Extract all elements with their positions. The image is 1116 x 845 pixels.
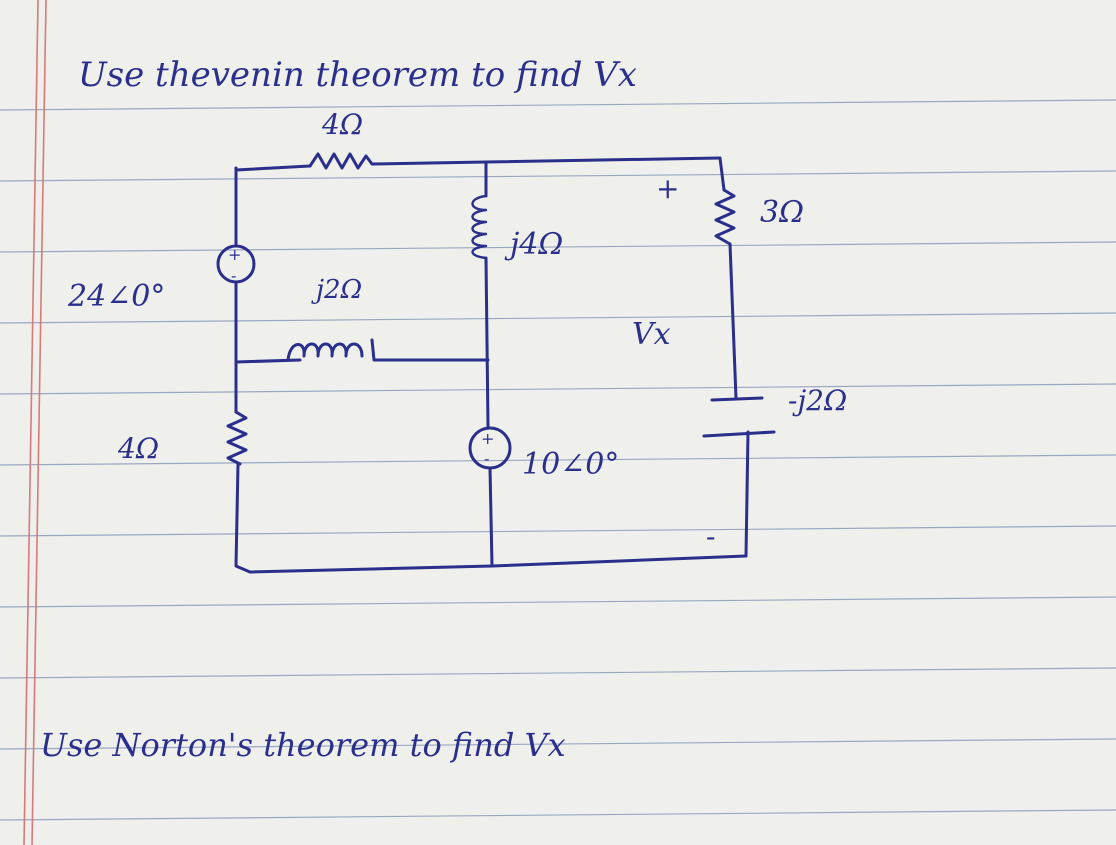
source-10v-minus: - [484, 449, 489, 468]
resistor-4ohm-left [226, 410, 248, 466]
label-source-middle: 10∠0° [522, 447, 619, 482]
vx-minus-sign: - [706, 520, 715, 553]
wire-mid-horizontal [234, 358, 302, 364]
capacitor-plate-bottom [702, 430, 776, 438]
wire-bottom [248, 554, 748, 574]
source-24v-plus: + [228, 245, 241, 264]
source-10v-plus: + [481, 429, 494, 448]
resistor-4ohm-top [308, 152, 374, 170]
source-24v-minus: - [231, 266, 236, 285]
label-inductor-middle: j4Ω [504, 227, 563, 262]
wire-mid-bottom [488, 466, 494, 568]
vx-plus-sign: + [656, 172, 679, 205]
inductor-j2 [286, 342, 364, 362]
heading-norton: Use Norton's theorem to find Vx [40, 726, 566, 764]
ruled-lines [0, 99, 1116, 821]
wire-inductor-to-mid [370, 338, 490, 362]
margin-lines [23, 0, 47, 845]
wire-top-left [234, 164, 312, 172]
label-r-left-bottom: 4Ω [117, 432, 159, 465]
label-r-right: 3Ω [760, 195, 804, 230]
wire-top [370, 156, 722, 166]
wire-right-top [718, 156, 726, 192]
wire-right-mid [728, 242, 738, 400]
resistor-3ohm [714, 188, 736, 246]
capacitor-plate-top [710, 396, 764, 402]
vx-label: Vx [632, 317, 671, 352]
circuit-diagram: + - + - [216, 152, 776, 574]
label-inductor-left: j2Ω [311, 275, 362, 305]
wire-mid-center [484, 256, 490, 428]
heading-thevenin: Use thevenin theorem to find Vx [78, 55, 637, 95]
label-capacitor: -j2Ω [788, 384, 847, 417]
wire-right-bottom [744, 430, 750, 558]
label-source-left: 24∠0° [67, 279, 165, 314]
inductor-j4 [471, 194, 488, 260]
wire-left-bottom [234, 462, 252, 574]
label-r-top: 4Ω [321, 108, 363, 141]
